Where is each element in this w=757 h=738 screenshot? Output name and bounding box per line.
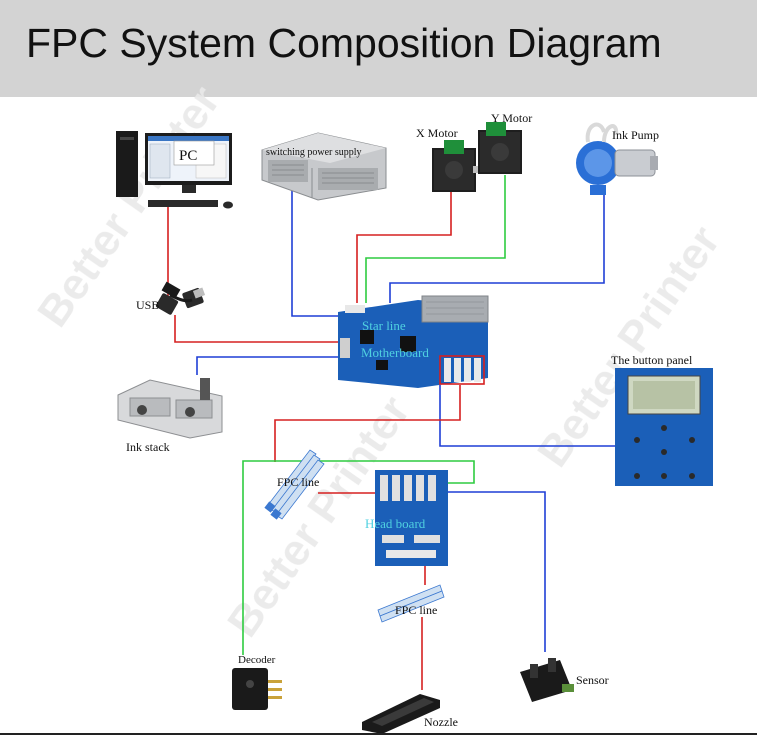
y-motor-component: Y Motor: [478, 111, 532, 174]
power-supply-label: switching power supply: [266, 147, 362, 158]
wire-sensor-headboard: [448, 491, 546, 652]
wire-usb-motherboard: [174, 315, 345, 343]
nozzle-component: Nozzle: [362, 694, 458, 734]
pc-keyboard: [148, 200, 218, 207]
ink-pump-label: Ink Pump: [612, 128, 659, 142]
wire-buttonpanel-motherboard: [439, 385, 615, 447]
pc-component: PC: [116, 131, 233, 209]
y-motor-label: Y Motor: [491, 111, 532, 125]
decoder-component: Decoder: [232, 654, 282, 710]
usb-cable-component: USB: [136, 281, 206, 315]
pc-label: PC: [179, 148, 197, 164]
ink-stack-label: Ink stack: [126, 440, 170, 454]
head-board-label: Head board: [365, 516, 426, 531]
motherboard-label: Motherboard: [361, 345, 429, 360]
wire-inkpump-motherboard: [389, 195, 605, 303]
pc-tower: [116, 131, 138, 197]
title-banner: FPC System Composition Diagram: [0, 0, 757, 97]
bottom-border: [0, 733, 757, 735]
fpc-line-2-component: FPC line: [377, 584, 445, 623]
head-board-component: Head board: [365, 470, 448, 566]
fpc-line-2-label: FPC line: [395, 603, 437, 617]
motherboard-component: Star line Motherboard: [338, 295, 489, 388]
ink-pump-component: Ink Pump: [576, 122, 659, 195]
wires: [167, 175, 615, 690]
decoder-label: Decoder: [238, 654, 276, 666]
ink-stack-component: Ink stack: [117, 378, 223, 454]
fpc-line-1-label: FPC line: [277, 475, 319, 489]
wire-power-motherboard: [291, 180, 345, 317]
star-line-label: Star line: [362, 318, 406, 333]
wire-xmotor-motherboard: [356, 190, 452, 303]
power-supply-component: switching power supply: [261, 132, 387, 201]
x-motor-label: X Motor: [416, 126, 458, 140]
button-panel-component: The button panel: [611, 353, 713, 486]
page-title: FPC System Composition Diagram: [26, 20, 662, 66]
wire-inkstack-motherboard: [196, 356, 345, 375]
button-panel-label: The button panel: [611, 353, 693, 367]
wire-motherboard-fpc1: [274, 385, 461, 462]
sensor-label: Sensor: [576, 673, 609, 687]
sensor-component: Sensor: [520, 658, 609, 702]
wire-ymotor-motherboard: [365, 175, 506, 303]
nozzle-label: Nozzle: [424, 715, 458, 729]
wire-decoder-headboard: [242, 460, 475, 655]
pc-mouse: [223, 201, 233, 209]
x-motor-component: X Motor: [416, 126, 493, 192]
usb-label: USB: [136, 298, 159, 312]
fpc-line-1-component: FPC line: [264, 449, 325, 520]
